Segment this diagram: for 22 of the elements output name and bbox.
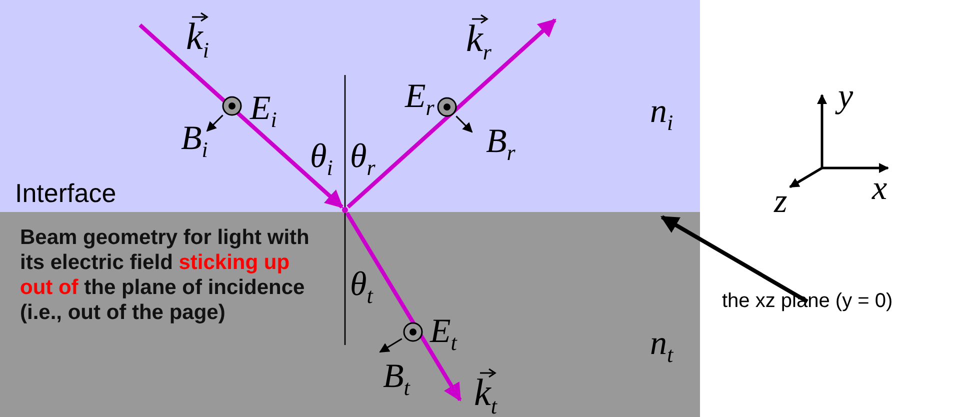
medium-region — [0, 0, 700, 212]
refractive-index-label: n$_{i}$ — [650, 95, 674, 134]
field-label: E$_{r}$ — [405, 80, 434, 119]
axis-label: z — [774, 185, 788, 219]
field-label: B$_{r}$ — [486, 125, 516, 164]
angle-label: θ$_{t}$ — [350, 268, 373, 307]
field-label: B$_{t}$ — [383, 360, 410, 399]
field-label: B$_{i}$ — [181, 122, 208, 161]
edge-label: k$_{t}$ — [474, 368, 497, 417]
leader-arrow — [138, 24, 344, 208]
medium-region — [0, 212, 700, 417]
description-text: Beam geometry for light with its electric field sticking up out of the plane of incidence (i.e., out of the page) — [20, 225, 310, 325]
field-label: E$_{i}$ — [250, 92, 277, 131]
angle-label: θ$_{i}$ — [310, 140, 333, 179]
axis-label: x — [872, 172, 888, 206]
interface-label: Interface — [15, 180, 116, 206]
refractive-index-label: n$_{t}$ — [650, 327, 674, 366]
field-label: E$_{t}$ — [430, 315, 457, 354]
light-ray-arrow — [345, 212, 462, 402]
light-ray-arrow — [346, 18, 556, 208]
angle-label: θ$_{r}$ — [350, 140, 376, 179]
leader-arrow — [660, 215, 808, 304]
